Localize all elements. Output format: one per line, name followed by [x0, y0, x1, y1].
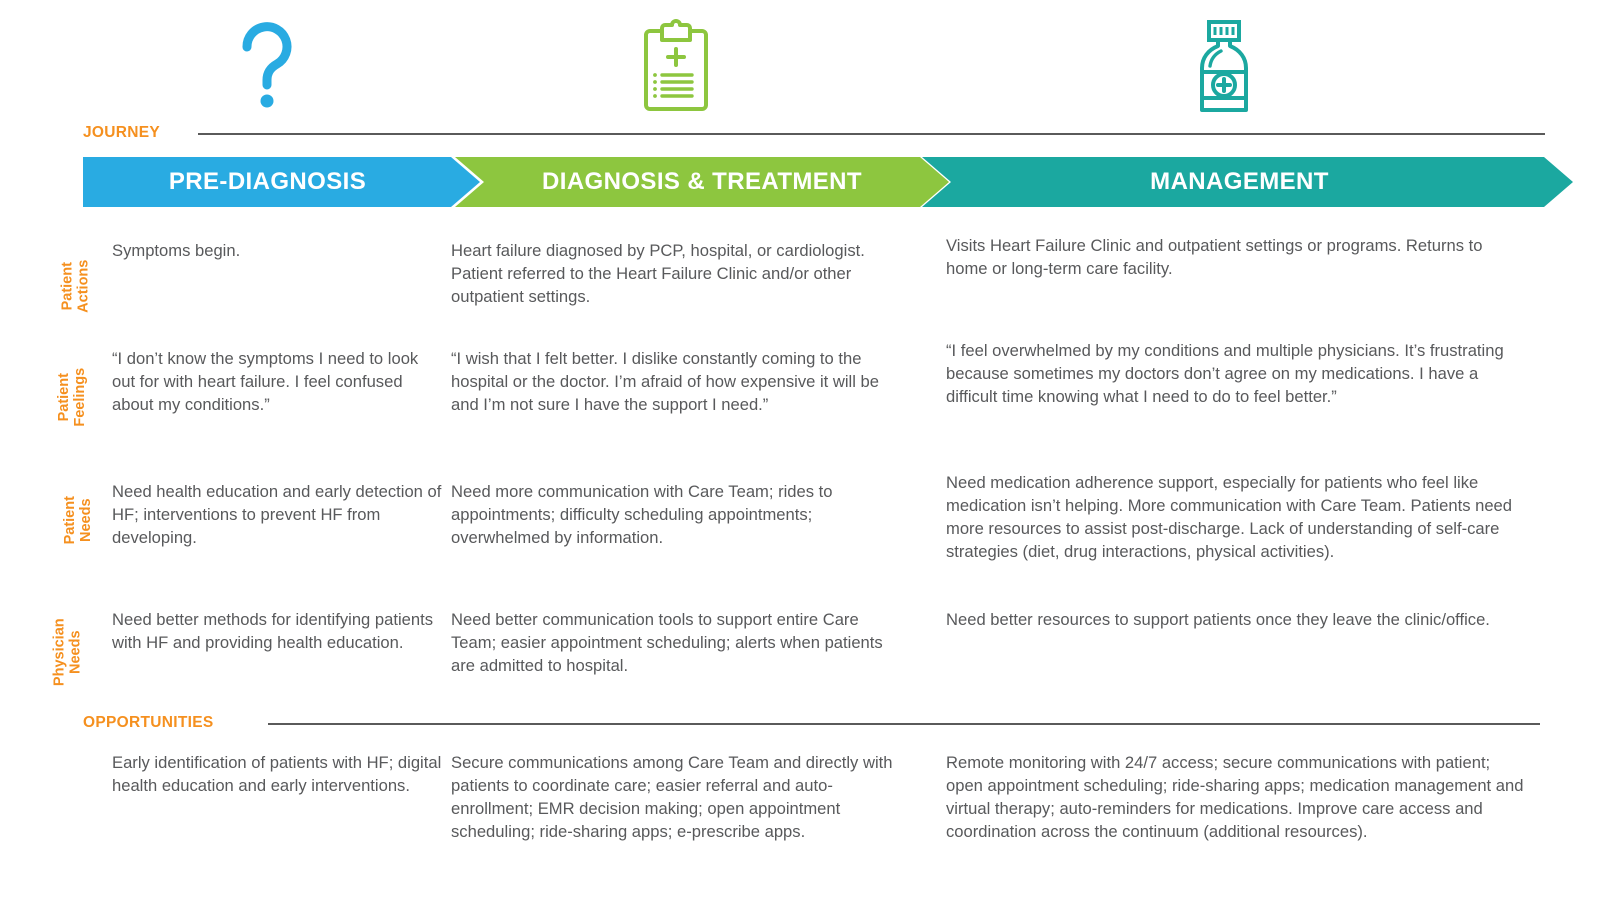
cell-physician-needs-pre-diagnosis: Need better methods for identifying pati… — [112, 610, 434, 652]
cell-patient-needs-diagnosis-treatment: Need more communication with Care Team; … — [451, 482, 833, 547]
cell-physician-needs-management: Need better resources to support patient… — [946, 610, 1490, 629]
stage-label-management: MANAGEMENT — [1150, 168, 1329, 195]
row-label-text: Patient Feelings — [56, 367, 89, 427]
cell-patient-feelings-pre-diagnosis: “I don’t know the symptoms I need to loo… — [112, 349, 419, 414]
cell-patient-needs-pre-diagnosis: Need health education and early detectio… — [112, 482, 442, 547]
medicine-bottle-icon — [1164, 14, 1284, 120]
row-label-physician-needs: Physician Needs — [0, 600, 110, 704]
cell-physician-needs-diagnosis-treatment: Need better communication tools to suppo… — [451, 610, 883, 675]
cell-patient-needs-management: Need medication adherence support, espec… — [946, 473, 1513, 561]
stage-chevron-diagnosis-treatment[interactable]: DIAGNOSIS & TREATMENT — [455, 157, 949, 207]
question-mark-icon — [207, 14, 327, 120]
journey-section-label: JOURNEY — [83, 124, 161, 141]
stage-banner: PRE-DIAGNOSIS DIAGNOSIS & TREATMENT MANA… — [83, 157, 1573, 207]
row-label-text: Patient Needs — [61, 495, 94, 545]
cell-patient-actions-management: Visits Heart Failure Clinic and outpatie… — [946, 236, 1483, 278]
row-label-patient-feelings: Patient Feelings — [0, 345, 110, 449]
medical-clipboard-icon — [616, 14, 736, 120]
cell-patient-feelings-diagnosis-treatment: “I wish that I felt better. I dislike co… — [451, 349, 879, 414]
cell-opportunities-management: Remote monitoring with 24/7 access; secu… — [946, 753, 1524, 841]
opportunities-divider-line — [268, 723, 1540, 725]
stage-chevron-management[interactable]: MANAGEMENT — [922, 157, 1573, 207]
row-label-text: Physician Needs — [51, 618, 85, 686]
row-label-text: Patient Actions — [59, 259, 92, 313]
cell-opportunities-pre-diagnosis: Early identification of patients with HF… — [112, 753, 442, 795]
stage-label-diagnosis-treatment: DIAGNOSIS & TREATMENT — [542, 168, 862, 195]
row-label-patient-needs: Patient Needs — [0, 470, 110, 570]
row-label-patient-actions: Patient Actions — [0, 238, 110, 334]
opportunities-section-label: OPPORTUNITIES — [83, 714, 214, 731]
journey-divider-line — [198, 133, 1545, 135]
cell-patient-actions-diagnosis-treatment: Heart failure diagnosed by PCP, hospital… — [451, 241, 865, 306]
cell-opportunities-diagnosis-treatment: Secure communications among Care Team an… — [451, 753, 893, 841]
stage-label-pre-diagnosis: PRE-DIAGNOSIS — [168, 168, 367, 195]
cell-patient-actions-pre-diagnosis: Symptoms begin. — [112, 241, 241, 260]
cell-patient-feelings-management: “I feel overwhelmed by my conditions and… — [946, 341, 1504, 406]
stage-chevron-pre-diagnosis[interactable]: PRE-DIAGNOSIS — [83, 157, 480, 207]
